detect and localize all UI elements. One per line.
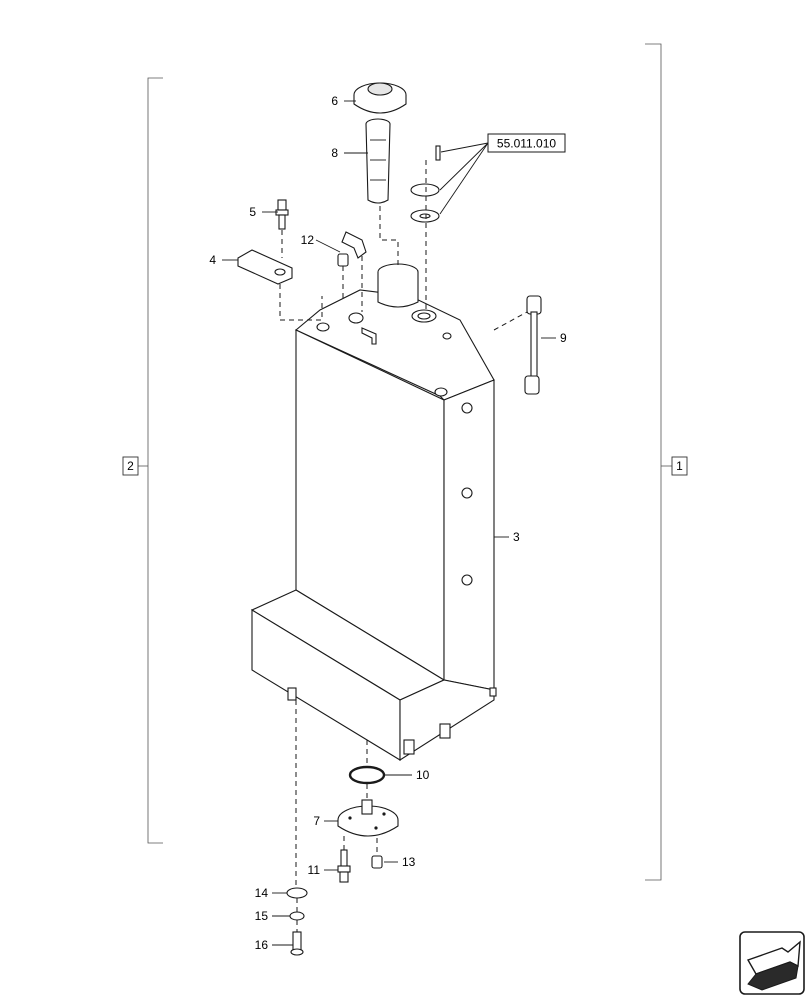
callout-8: 8 [331, 146, 338, 160]
filler-strainer [365, 118, 391, 204]
callout-13: 13 [402, 855, 416, 869]
washer-14 [286, 887, 308, 899]
sight-gauge [524, 295, 542, 395]
drain-flange [337, 799, 399, 837]
bolt-16 [290, 931, 304, 956]
o-ring [348, 765, 386, 785]
callout-12: 12 [301, 233, 315, 247]
callout-labels: 6 8 5 4 12 9 3 10 7 11 13 14 15 16 [209, 94, 567, 952]
callout-10: 10 [416, 768, 430, 782]
callout-3: 3 [513, 530, 520, 544]
leader-lines [222, 100, 556, 946]
elbow-fitting [337, 231, 367, 267]
callout-5: 5 [249, 205, 256, 219]
washer-15 [289, 911, 305, 921]
callout-6: 6 [331, 94, 338, 108]
assembly-lines [279, 160, 528, 932]
nut-13 [371, 855, 383, 869]
callout-9: 9 [560, 331, 567, 345]
bolt-11 [337, 849, 351, 883]
group-bracket-2: 2 [122, 77, 163, 844]
mounting-bracket [237, 249, 293, 285]
hydraulic-tank [250, 263, 497, 762]
group-label-2: 2 [127, 459, 134, 473]
callout-11: 11 [308, 863, 321, 877]
group-bracket-1: 1 [645, 43, 688, 881]
callout-14: 14 [255, 886, 269, 900]
group-label-1: 1 [676, 459, 683, 473]
callout-4: 4 [209, 253, 216, 267]
callout-16: 16 [255, 938, 269, 952]
callout-7: 7 [313, 814, 320, 828]
reference-label[interactable]: 55.011.010 [497, 137, 556, 151]
filler-cap [353, 82, 407, 114]
level-gauge-parts [410, 145, 441, 223]
bolt-5 [275, 199, 289, 230]
reference-link[interactable]: 55.011.010 [487, 133, 566, 153]
callout-15: 15 [255, 909, 269, 923]
next-page-arrow-icon[interactable] [739, 931, 805, 995]
